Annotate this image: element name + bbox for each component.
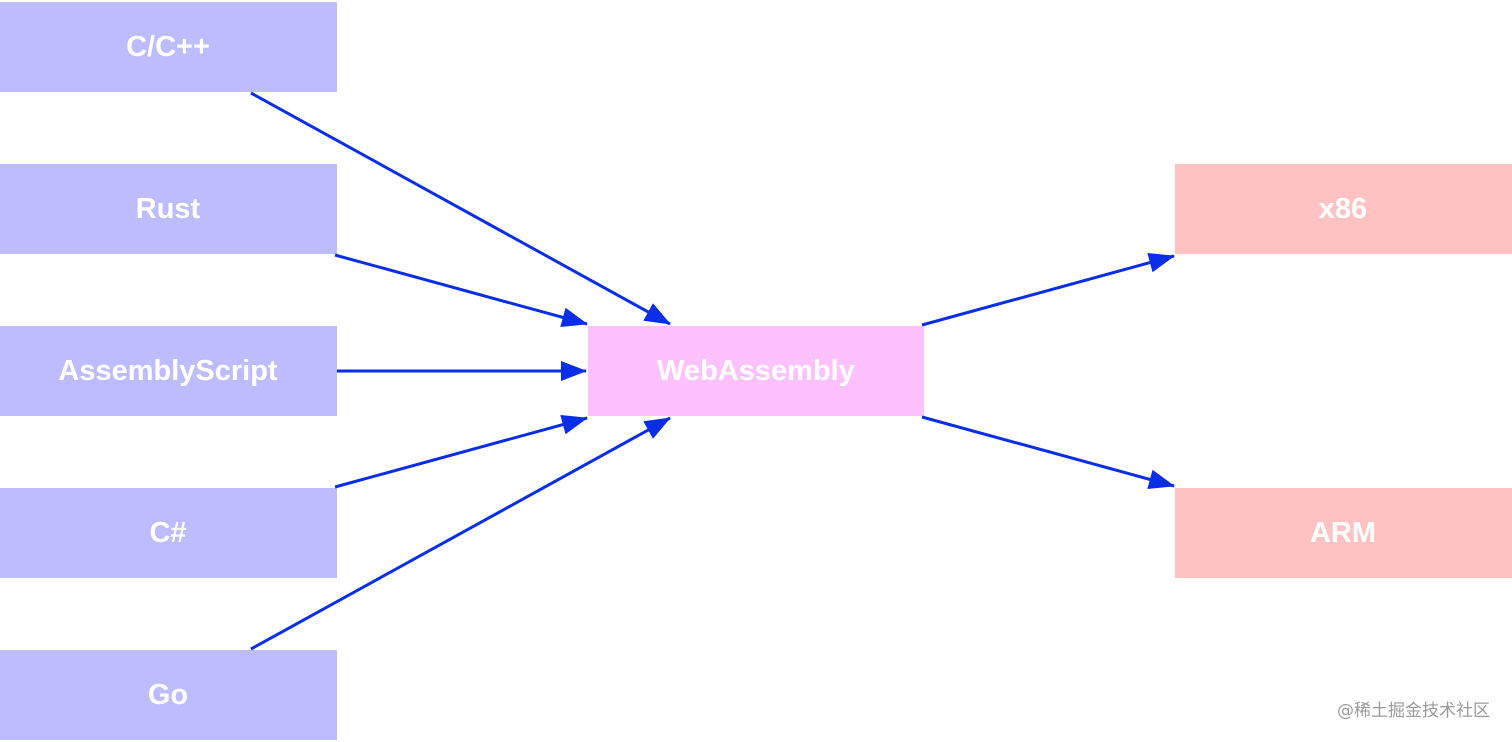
source-node-rust-label: Rust — [136, 193, 201, 225]
arrow-go-to-webassembly — [250, 416, 671, 651]
hub-node-webassembly-label: WebAssembly — [657, 355, 855, 387]
arrow-webassembly-to-arm — [921, 415, 1175, 490]
source-node-cpp: C/C++ — [0, 2, 337, 92]
target-node-x86-label: x86 — [1319, 193, 1367, 225]
arrow-webassembly-to-x86 — [921, 252, 1175, 327]
source-node-assemblyscript: AssemblyScript — [0, 326, 337, 416]
source-node-csharp-label: C# — [149, 517, 186, 549]
watermark-text: @稀土掘金技术社区 — [1337, 701, 1490, 721]
arrow-csharp-to-webassembly — [334, 414, 588, 489]
source-node-csharp: C# — [0, 488, 337, 578]
target-node-arm-label: ARM — [1310, 517, 1376, 549]
source-node-go: Go — [0, 650, 337, 740]
hub-node-webassembly: WebAssembly — [588, 326, 924, 416]
arrow-rust-to-webassembly — [334, 253, 588, 328]
source-node-go-label: Go — [148, 679, 188, 711]
target-node-x86: x86 — [1175, 164, 1512, 254]
source-node-assemblyscript-label: AssemblyScript — [58, 355, 278, 387]
arrow-cpp-to-webassembly — [250, 91, 671, 326]
source-node-cpp-label: C/C++ — [126, 31, 210, 63]
target-node-arm: ARM — [1175, 488, 1512, 578]
source-node-rust: Rust — [0, 164, 337, 254]
arrows — [250, 91, 1175, 651]
